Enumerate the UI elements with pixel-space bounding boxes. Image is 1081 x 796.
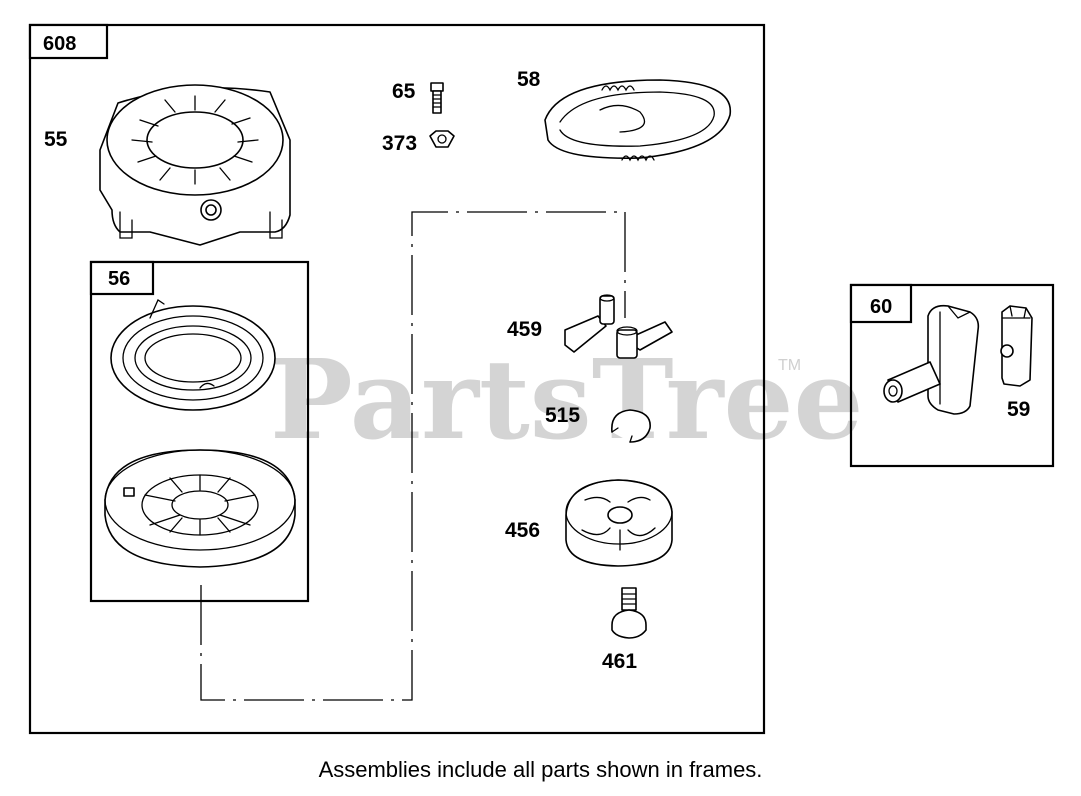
frame-56-tag bbox=[89, 260, 155, 296]
label-461: 461 bbox=[602, 650, 637, 673]
frame-608-tag bbox=[28, 23, 109, 60]
nut-373 bbox=[429, 130, 455, 148]
frame-56 bbox=[89, 260, 310, 603]
label-515: 515 bbox=[545, 404, 580, 427]
starter-housing-55 bbox=[99, 84, 291, 246]
assembly-connector bbox=[200, 211, 626, 701]
frame-60-tag bbox=[849, 283, 913, 324]
label-373: 373 bbox=[382, 132, 417, 155]
rewind-pulley bbox=[104, 449, 296, 568]
diagram-caption: Assemblies include all parts shown in fr… bbox=[318, 757, 763, 782]
starter-rope-58 bbox=[544, 79, 731, 162]
recoil-spring bbox=[110, 299, 276, 411]
label-459: 459 bbox=[507, 318, 542, 341]
watermark-trademark: TM bbox=[778, 357, 801, 374]
starter-handle-60 bbox=[883, 304, 980, 415]
label-456: 456 bbox=[505, 519, 540, 542]
watermark: PartsTree TM bbox=[270, 335, 864, 464]
watermark-text: PartsTree bbox=[270, 335, 864, 464]
ratchet-456 bbox=[565, 479, 673, 567]
frame-60-label: 60 bbox=[870, 296, 892, 318]
frame-56-label: 56 bbox=[108, 268, 130, 290]
rope-insert-59 bbox=[1000, 305, 1033, 387]
label-58: 58 bbox=[517, 68, 541, 91]
shoulder-bolt-461 bbox=[611, 587, 647, 639]
bolt-65 bbox=[430, 82, 444, 114]
label-55: 55 bbox=[44, 128, 68, 151]
frame-608-label: 608 bbox=[43, 33, 76, 55]
label-59: 59 bbox=[1007, 398, 1030, 421]
frame-608 bbox=[28, 23, 766, 735]
retainer-ring-515 bbox=[611, 409, 651, 443]
label-65: 65 bbox=[392, 80, 416, 103]
pawl-459 bbox=[564, 294, 673, 359]
frame-60 bbox=[849, 283, 1055, 468]
